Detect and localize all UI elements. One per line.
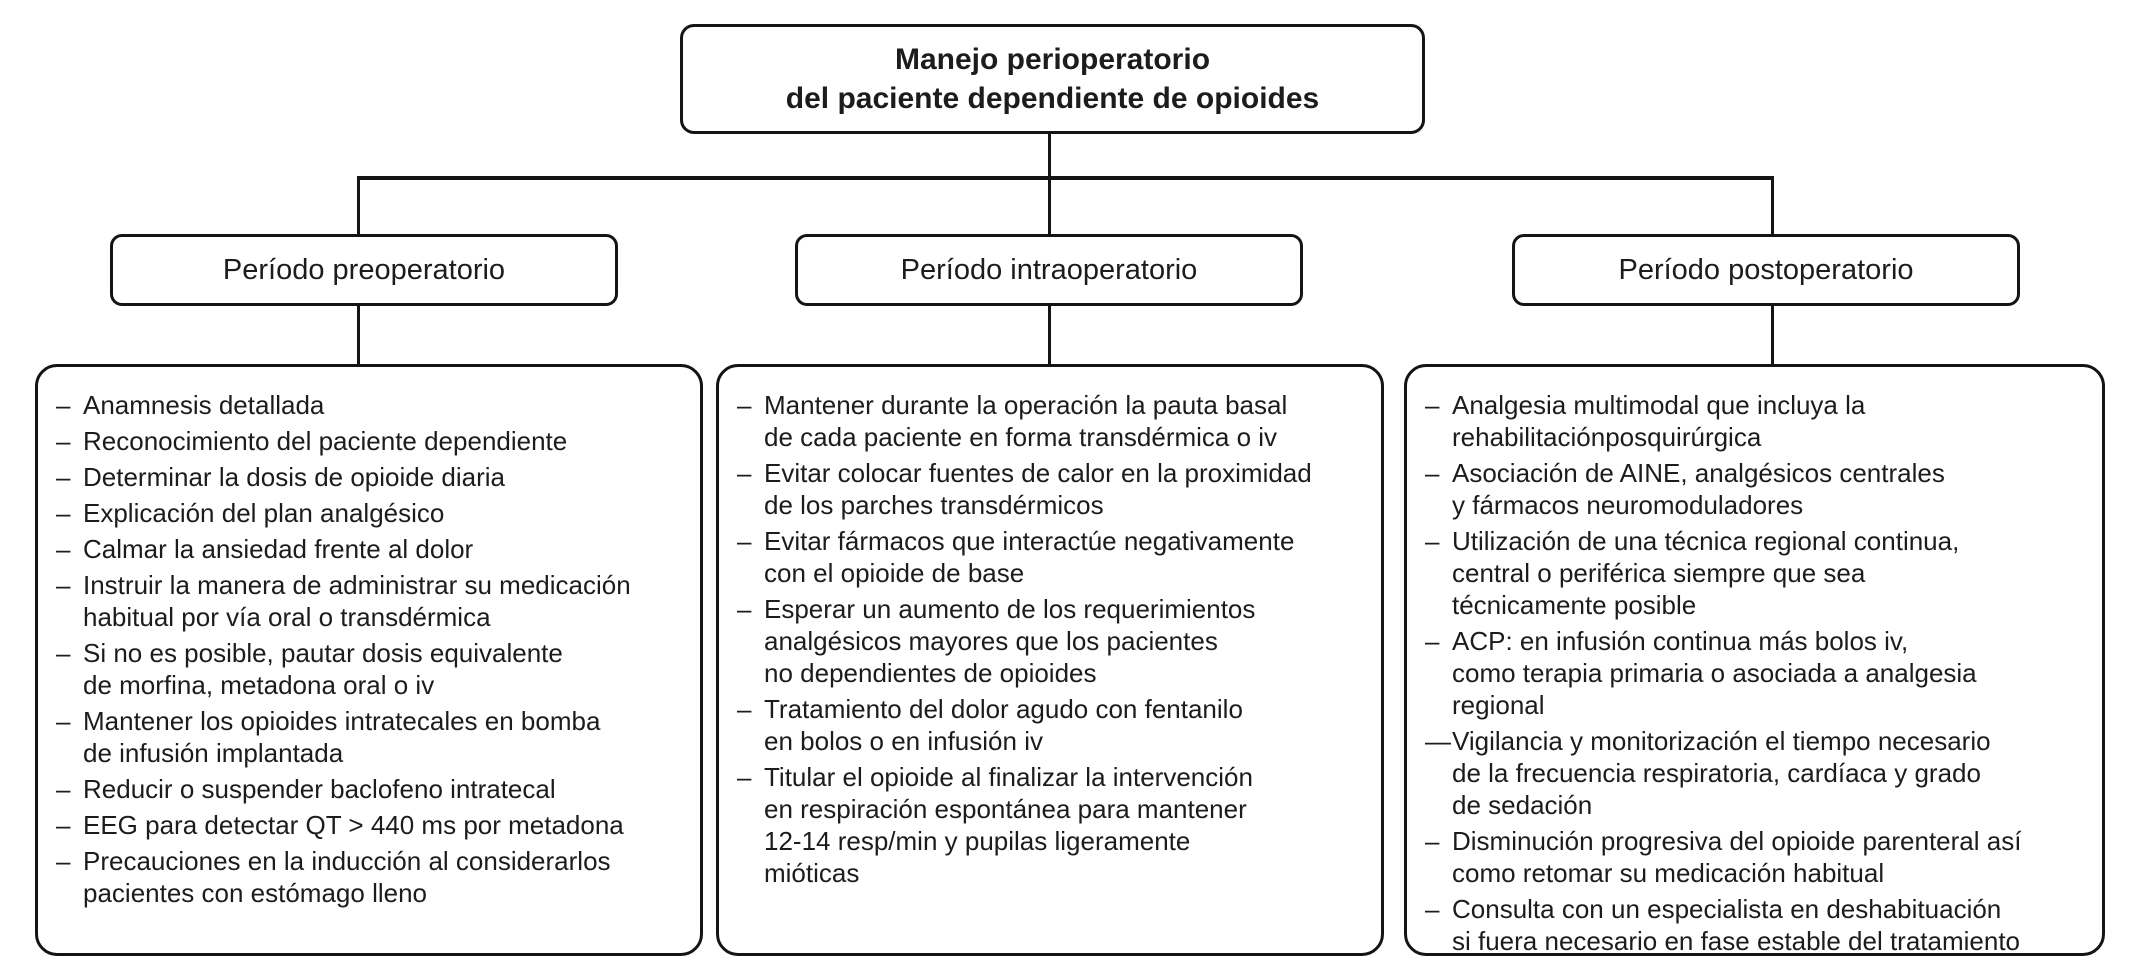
bullet-dash: – xyxy=(737,694,752,724)
list-item-text: Evitar fármacos que interactúe negativam… xyxy=(764,526,1295,588)
list-item-text: Analgesia multimodal que incluya la reha… xyxy=(1452,390,1866,452)
list-item-text: Evitar colocar fuentes de calor en la pr… xyxy=(764,458,1312,520)
list-item: – Analgesia multimodal que incluya la re… xyxy=(1425,389,2094,453)
list-item-text: Reconocimiento del paciente dependiente xyxy=(83,426,568,456)
connector-horizontal-bar xyxy=(357,176,1774,180)
list-item: — Vigilancia y monitorización el tiempo … xyxy=(1425,725,2094,821)
connector-drop-preoperatorio xyxy=(357,178,360,234)
bullet-dash: – xyxy=(737,762,752,792)
list-item-text: Asociación de AINE, analgésicos centrale… xyxy=(1452,458,1945,520)
bullet-dash: – xyxy=(56,534,71,564)
list-item: – Mantener durante la operación la pauta… xyxy=(737,389,1373,453)
list-item: – Precauciones en la inducción al consid… xyxy=(56,845,692,909)
header-box-intraoperatorio: Período intraoperatorio xyxy=(795,234,1303,306)
list-item: – Reconocimiento del paciente dependient… xyxy=(56,425,692,457)
list-item-text: Disminución progresiva del opioide paren… xyxy=(1452,826,2022,888)
bullet-dash: – xyxy=(56,462,71,492)
list-item-text: Reducir o suspender baclofeno intratecal xyxy=(83,774,556,804)
bullet-dash: – xyxy=(737,390,752,420)
connector-postoperatorio-to-list xyxy=(1771,306,1774,364)
bullet-dash: – xyxy=(56,570,71,600)
connector-drop-intraoperatorio xyxy=(1048,178,1051,234)
bullet-dash: – xyxy=(56,638,71,668)
connector-drop-postoperatorio xyxy=(1771,178,1774,234)
list-item-text: EEG para detectar QT > 440 ms por metado… xyxy=(83,810,624,840)
title-box: Manejo perioperatorio del paciente depen… xyxy=(680,24,1425,134)
list-item: – Explicación del plan analgésico xyxy=(56,497,692,529)
list-item-text: Anamnesis detallada xyxy=(83,390,325,420)
list-item: – Titular el opioide al finalizar la int… xyxy=(737,761,1373,889)
list-item: – Instruir la manera de administrar su m… xyxy=(56,569,692,633)
list-box-intraoperatorio: – Mantener durante la operación la pauta… xyxy=(716,364,1384,956)
list-item: – Utilización de una técnica regional co… xyxy=(1425,525,2094,621)
list-item: – Evitar fármacos que interactúe negativ… xyxy=(737,525,1373,589)
list-item: – EEG para detectar QT > 440 ms por meta… xyxy=(56,809,692,841)
list-box-postoperatorio: – Analgesia multimodal que incluya la re… xyxy=(1404,364,2105,956)
bullet-dash: – xyxy=(56,810,71,840)
list-item-text: Mantener los opioides intratecales en bo… xyxy=(83,706,601,768)
list-item-text: ACP: en infusión continua más bolos iv, … xyxy=(1452,626,1977,720)
list-item: – Determinar la dosis de opioide diaria xyxy=(56,461,692,493)
bullet-dash: – xyxy=(1425,894,1440,924)
connector-preoperatorio-to-list xyxy=(357,306,360,364)
list-item-text: Titular el opioide al finalizar la inter… xyxy=(764,762,1253,888)
list-box-preoperatorio: – Anamnesis detallada – Reconocimiento d… xyxy=(35,364,703,956)
bullet-dash: – xyxy=(1425,526,1440,556)
list-item: – Reducir o suspender baclofeno intratec… xyxy=(56,773,692,805)
list-item: – Tratamiento del dolor agudo con fentan… xyxy=(737,693,1373,757)
list-item: – Mantener los opioides intratecales en … xyxy=(56,705,692,769)
list-item-text: Instruir la manera de administrar su med… xyxy=(83,570,631,632)
bullet-dash: – xyxy=(56,846,71,876)
list-item-text: Utilización de una técnica regional cont… xyxy=(1452,526,1960,620)
list-item: – ACP: en infusión continua más bolos iv… xyxy=(1425,625,2094,721)
list-item: – Anamnesis detallada xyxy=(56,389,692,421)
bullet-dash: – xyxy=(737,458,752,488)
bullet-dash: – xyxy=(737,594,752,624)
list-item-text: Vigilancia y monitorización el tiempo ne… xyxy=(1452,726,1991,820)
bullet-dash: – xyxy=(56,390,71,420)
bullet-dash: — xyxy=(1425,726,1451,756)
list-item-text: Calmar la ansiedad frente al dolor xyxy=(83,534,474,564)
bullet-dash: – xyxy=(56,426,71,456)
list-item-text: Determinar la dosis de opioide diaria xyxy=(83,462,506,492)
header-box-preoperatorio: Período preoperatorio xyxy=(110,234,618,306)
bullet-dash: – xyxy=(1425,826,1440,856)
bullet-dash: – xyxy=(1425,458,1440,488)
list-item: – Asociación de AINE, analgésicos centra… xyxy=(1425,457,2094,521)
bullet-dash: – xyxy=(56,706,71,736)
list-item-text: Tratamiento del dolor agudo con fentanil… xyxy=(764,694,1243,756)
bullet-dash: – xyxy=(1425,626,1440,656)
connector-intraoperatorio-to-list xyxy=(1048,306,1051,364)
list-item: – Disminución progresiva del opioide par… xyxy=(1425,825,2094,889)
list-item-text: Explicación del plan analgésico xyxy=(83,498,445,528)
list-item: – Consulta con un especialista en deshab… xyxy=(1425,893,2094,956)
list-item-text: Esperar un aumento de los requerimientos… xyxy=(764,594,1256,688)
list-item-text: Mantener durante la operación la pauta b… xyxy=(764,390,1288,452)
list-item-text: Precauciones en la inducción al consider… xyxy=(83,846,611,908)
bullet-dash: – xyxy=(56,498,71,528)
connector-trunk-vertical xyxy=(1048,134,1051,178)
bullet-dash: – xyxy=(56,774,71,804)
list-item: – Evitar colocar fuentes de calor en la … xyxy=(737,457,1373,521)
bullet-dash: – xyxy=(1425,390,1440,420)
list-item: – Calmar la ansiedad frente al dolor xyxy=(56,533,692,565)
list-item: – Esperar un aumento de los requerimient… xyxy=(737,593,1373,689)
list-item-text: Si no es posible, pautar dosis equivalen… xyxy=(83,638,563,700)
list-item-text: Consulta con un especialista en deshabit… xyxy=(1452,894,2021,956)
header-box-postoperatorio: Período postoperatorio xyxy=(1512,234,2020,306)
list-item: – Si no es posible, pautar dosis equival… xyxy=(56,637,692,701)
bullet-dash: – xyxy=(737,526,752,556)
